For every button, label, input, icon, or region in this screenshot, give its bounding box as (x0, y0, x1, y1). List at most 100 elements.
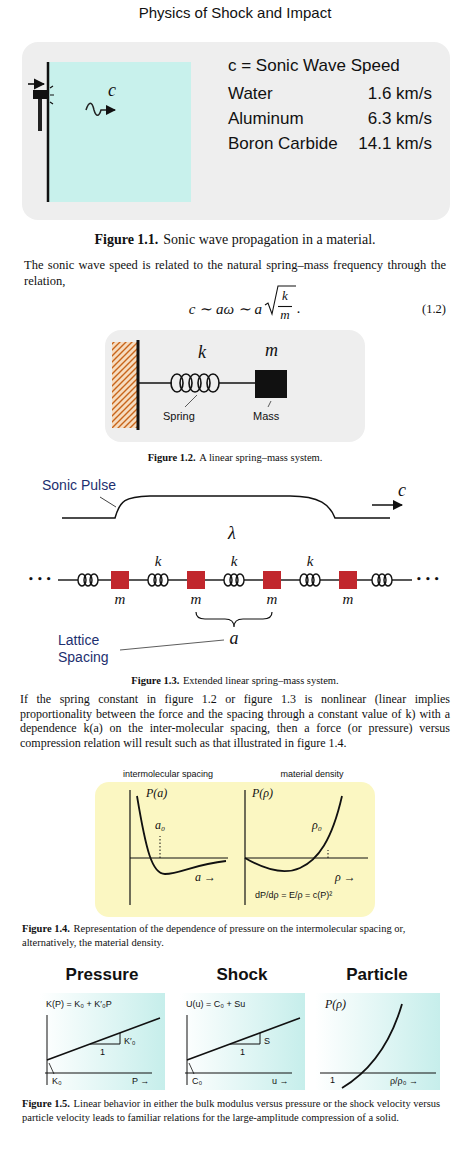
figure-panel (105, 330, 365, 442)
plot-panel (40, 993, 165, 1090)
wall-hatch (112, 342, 137, 428)
node-text: Mass (253, 410, 279, 422)
spacing-brace (196, 612, 272, 627)
node-text: K(P) = K₀ + K′₀P (46, 999, 112, 1009)
spring-mass-chain (168, 579, 187, 580)
plot-panel: P(a)a₀a →P(ρ)ρ₀ρ →dP/dρ = E/ρ = c(P)² (95, 782, 375, 917)
node-text: ρ₀ (312, 818, 322, 833)
figure-caption: Figure 1.4.Representation of the depende… (22, 922, 448, 949)
spring-mass-chain (384, 574, 392, 586)
lattice-spacing-symbol: a (230, 628, 239, 648)
leader-line (185, 395, 197, 407)
spring-mass-chain (58, 579, 78, 580)
node-text: Pressure (66, 965, 139, 985)
node-text: 1 (330, 1075, 335, 1085)
callout-label: Lattice Spacing (58, 632, 130, 666)
body-text: The sonic wave speed is related to the n… (24, 258, 446, 288)
figure-caption: Sonic wave propagation in a material. (163, 232, 375, 247)
figure-caption: A linear spring–mass system. (199, 452, 322, 463)
hammer-icon (38, 99, 42, 131)
spring-mass-chain (129, 579, 148, 580)
potential-plot (129, 790, 130, 905)
leader-line (120, 640, 224, 650)
potential-plot (244, 790, 245, 905)
node-text: Particle (346, 965, 407, 985)
callout-label: Sonic Pulse (42, 477, 116, 494)
spring-constant: k (307, 553, 314, 569)
figure-caption: Figure 1.4. (22, 923, 70, 934)
node-text: c = Sonic Wave Speed (228, 56, 400, 76)
figure-caption: Figure 1.2.A linear spring–mass system. (22, 451, 448, 465)
node-text: P(ρ) (252, 786, 273, 801)
equation: m (280, 307, 289, 323)
plot-panel (95, 782, 375, 917)
ellipsis: • • • (28, 574, 52, 584)
spring-mass-chain (205, 579, 224, 580)
sonic-pulse (62, 496, 390, 518)
hammer-icon (28, 84, 54, 131)
leader-line (185, 395, 271, 407)
node-text: u → (272, 1076, 289, 1086)
spring-mass-chain (320, 579, 339, 580)
hammer-icon (50, 86, 54, 104)
linear-fit-plot (47, 1018, 160, 1060)
linear-fit-plot (230, 1033, 260, 1044)
potential-plot (245, 796, 342, 871)
equation: c ∼ aω ∼ a (189, 301, 262, 317)
potential-plot (137, 796, 226, 874)
sonic-pulse (372, 504, 402, 506)
node-text: 6.3 km/s (368, 109, 432, 129)
node-text: U(u) = C₀ + Su (186, 999, 245, 1009)
linear-fit-plot (189, 1063, 194, 1074)
mass-label: m (267, 591, 278, 608)
axis-heading: intermolecular spacing (123, 769, 213, 779)
spring-symbol (219, 382, 255, 384)
linear-fit-plot (45, 1073, 152, 1074)
node-text: K₀ (52, 1076, 62, 1086)
node-text: Boron Carbide (228, 134, 338, 154)
plot-panel (315, 993, 440, 1090)
mass-block (187, 571, 205, 589)
node-text: ρ/ρ₀ → (390, 1076, 418, 1086)
mass-label: m (343, 591, 354, 608)
plot-panel: ParticleP(ρ)ρ/ρ₀ →1 (315, 965, 440, 1090)
spring-mass-chain (236, 574, 244, 586)
mass-block (255, 370, 287, 398)
mass-label: m (343, 591, 354, 607)
body-text: If the spring constant in figure 1.2 or … (20, 692, 450, 750)
body-text: If the spring constant in figure 1.2 or … (20, 692, 450, 750)
figure-caption: Linear behavior in either the bulk modul… (22, 1098, 440, 1123)
linear-fit-plot (47, 1015, 48, 1085)
plot-panel (40, 993, 165, 1090)
square-root-sign (278, 306, 292, 307)
mass-label: m (191, 591, 202, 607)
spring-mass-chain (392, 579, 412, 580)
callout-label: Lattice Spacing (58, 632, 109, 665)
node-text: Shock (216, 965, 267, 985)
mass-label: m (115, 591, 126, 607)
plot-panel (180, 993, 305, 1090)
equation: c ∼ aω ∼ a (189, 300, 262, 318)
lattice-spacing-symbol: a (230, 628, 239, 649)
plot-panel: ShockU(u) = C₀ + Su S 1C₀ u → (180, 965, 305, 1090)
node-text: a₀ (155, 818, 165, 833)
potential-plot (130, 858, 228, 859)
figure-caption: Figure 1.5.Linear behavior in either the… (22, 1097, 448, 1124)
node-text: 1 (240, 1047, 245, 1057)
node-text: 1.6 km/s (368, 84, 432, 104)
running-header: Physics of Shock and Impact (139, 4, 332, 21)
spring-symbol (139, 382, 172, 384)
node-text: k (198, 342, 206, 363)
mass-block (263, 571, 281, 589)
mass-block (111, 571, 129, 589)
spring-mass-chain (160, 574, 168, 586)
node-text: P → (132, 1076, 149, 1086)
node-text: Aluminum (228, 109, 304, 129)
wall-hatch (112, 340, 138, 430)
wave-speed-symbol: c (398, 480, 406, 501)
figure-caption: Figure 1.1.Sonic wave propagation in a m… (22, 231, 448, 249)
node-text: C₀ (192, 1076, 202, 1086)
node-text: Spring (163, 410, 195, 422)
ellipsis: • • • (416, 574, 440, 584)
node-text: S (264, 1036, 270, 1046)
